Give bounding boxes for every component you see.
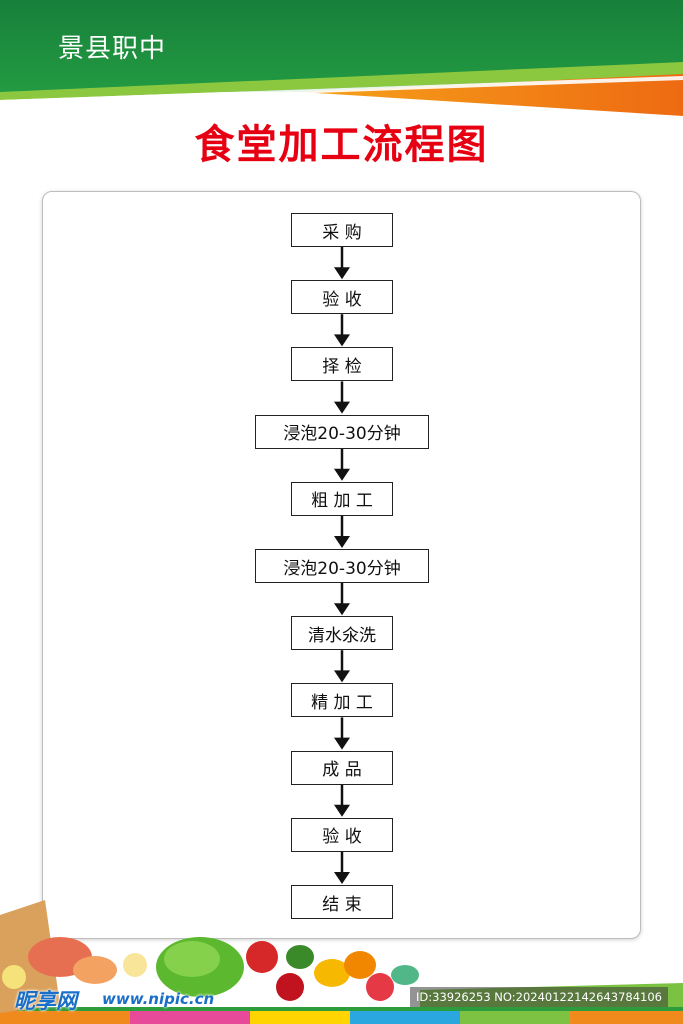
flow-step: 粗 加 工 [291,481,393,516]
watermark-url: www.nipic.cn [102,990,215,1008]
flow-step: 清水氽洗 [291,616,393,651]
watermark-logo: 昵享网 [14,988,77,1013]
flow-step: 浸泡20-30分钟 [255,414,429,449]
school-name: 景县职中 [58,34,167,64]
watermark-id: ID:33926253 NO:20240122142643784106 [410,987,668,1007]
flow-step: 精 加 工 [291,683,393,718]
top-banner [0,0,683,120]
flow-step: 择 检 [291,347,393,382]
flow-step: 验 收 [291,280,393,315]
flow-step: 采 购 [291,213,393,247]
flow-step: 验 收 [291,817,393,852]
page-title: 食堂加工流程图 [194,122,489,168]
flow-step: 结 束 [291,885,393,919]
banner-graphic [0,0,683,116]
flow-step: 成 品 [291,750,393,785]
flow-step: 浸泡20-30分钟 [255,549,429,583]
